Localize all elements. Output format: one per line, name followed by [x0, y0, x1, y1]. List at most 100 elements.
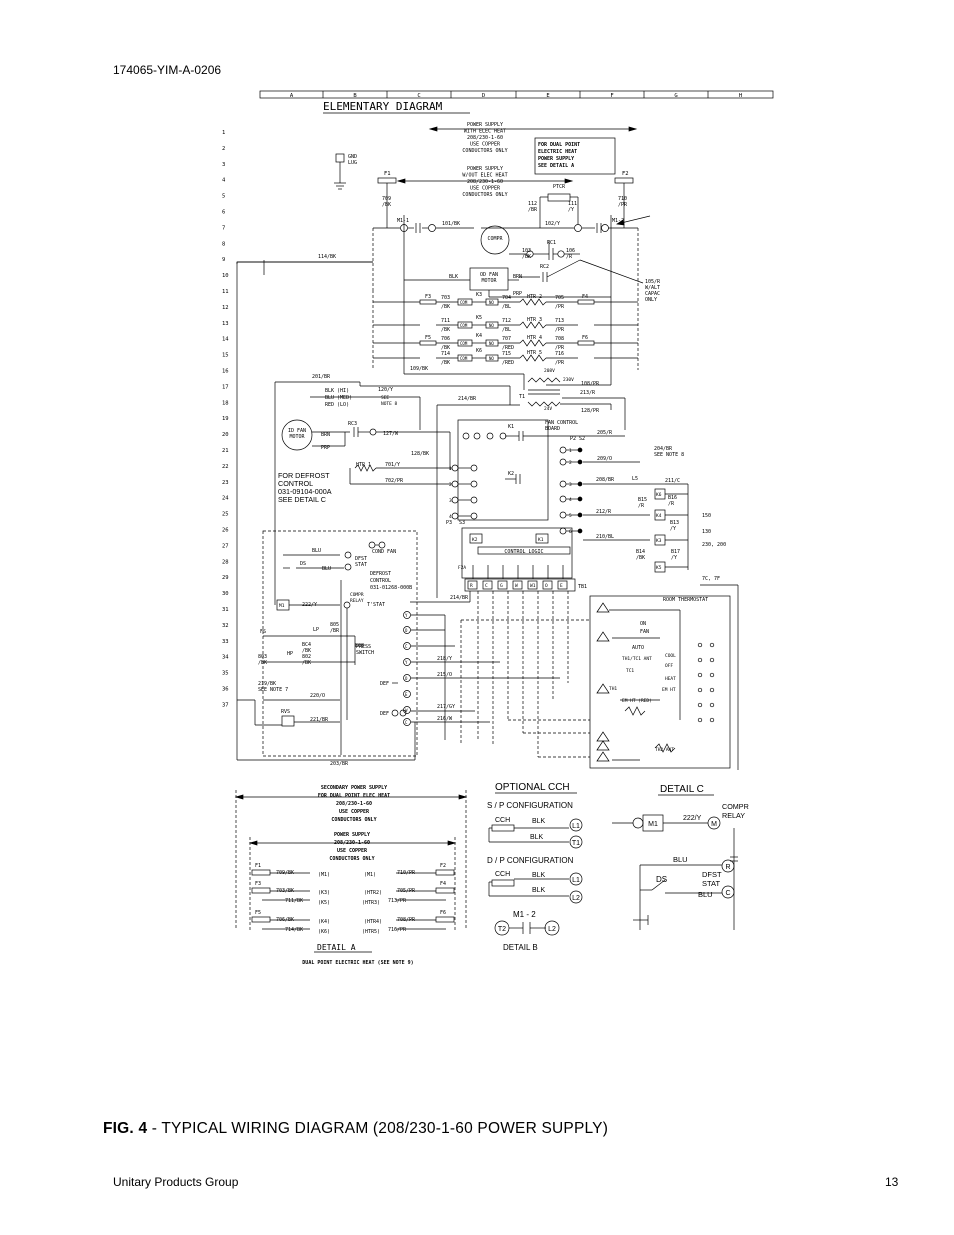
- terminal: [451, 464, 459, 472]
- terminal: [378, 541, 386, 549]
- terminal: [574, 224, 582, 232]
- wire-label: /BK: [441, 360, 450, 366]
- terminal: [577, 481, 583, 487]
- terminal-label: 4: [569, 497, 572, 503]
- def-label: DEF: [380, 681, 389, 687]
- wire-label: 106: [566, 248, 575, 254]
- wire: [546, 259, 581, 278]
- power-supply-note: USE COPPER: [470, 186, 501, 192]
- terminal: [368, 541, 376, 549]
- row-number-4: 4: [222, 178, 226, 184]
- terminal: [403, 658, 411, 666]
- crankcase-heater-dp: [491, 879, 515, 887]
- wire-label: /BK: [441, 304, 450, 310]
- fuse-f1: [377, 177, 397, 184]
- row-number-10: 10: [222, 273, 229, 279]
- tb1-terminal: [497, 580, 508, 590]
- detail-a-connection-label: (HTR3): [362, 900, 380, 906]
- tb1-terminal-label: C: [485, 583, 488, 589]
- detail-c-blu-label: BLU: [698, 890, 713, 899]
- wire-label: 217/GY: [437, 704, 455, 710]
- contact-no-label: NO: [489, 300, 494, 305]
- wire-label: 214/BR: [458, 396, 477, 402]
- cch-label: CCH: [495, 871, 510, 878]
- detail-a-fuse-label: F5: [255, 910, 261, 916]
- thermostat-terminal: [596, 631, 610, 642]
- detail-a-inner-note: 208/230-1-60: [334, 840, 370, 846]
- detail-a-fuse: [435, 869, 455, 876]
- thermostat-terminal: [596, 751, 610, 762]
- power-supply-note: POWER SUPPLY: [467, 122, 503, 128]
- wire-label: BLU: [322, 566, 331, 572]
- fuse-label: F4: [582, 294, 588, 300]
- wire-label: 802: [302, 654, 311, 660]
- row-number-32: 32: [222, 623, 229, 629]
- terminal: [577, 512, 583, 518]
- wire-label: 710: [618, 196, 627, 202]
- defrost-control-label: 031-01268-000B: [370, 585, 412, 591]
- wire-label: /PR: [555, 327, 565, 333]
- blk-label: BLK: [532, 818, 546, 825]
- detail-c-title: DETAIL C: [660, 784, 704, 795]
- terminal: [403, 611, 411, 619]
- wire-label: 216/W: [437, 716, 453, 722]
- terminal-label: 4: [449, 514, 452, 520]
- wire-label: 709: [382, 196, 391, 202]
- terminal: [559, 480, 567, 488]
- wire-label: /Y: [568, 207, 574, 213]
- fan-control-board-label: BOARD: [545, 426, 560, 432]
- detail-a-fuse-label: F3: [255, 881, 261, 887]
- row-number-12: 12: [222, 305, 229, 311]
- id-fan-speed-label: BLK (HI): [325, 388, 349, 394]
- see-note-8: SEE: [381, 395, 389, 401]
- detail-c-dfst-stat: DFST: [702, 870, 722, 879]
- tb1-terminal: [482, 580, 493, 590]
- detail-a-fuse-label: F2: [440, 863, 446, 869]
- wire-label: 101/BK: [442, 221, 460, 227]
- terminal: [709, 672, 715, 678]
- detail-c-ds-label: DS: [656, 875, 667, 884]
- detail-b-label: DETAIL B: [503, 943, 538, 952]
- terminal: [403, 642, 411, 650]
- note-105: ONLY: [645, 297, 657, 303]
- wire-label: /R: [638, 503, 645, 509]
- thermostat-terminal: [596, 602, 610, 613]
- arrow-head: [458, 794, 468, 800]
- terminal: [369, 428, 377, 436]
- column-label-B: B: [353, 93, 357, 99]
- wire-label: 111: [568, 201, 577, 207]
- l1-label: L1: [572, 823, 580, 830]
- wire-label: /Y: [671, 555, 677, 561]
- wire-label: /BK: [302, 648, 311, 654]
- wire-label: 128/BK: [411, 451, 429, 457]
- heater-element: [519, 298, 547, 306]
- wire-label: 201/BR: [312, 374, 331, 380]
- arrow-head: [248, 840, 258, 846]
- wire-label: 210/BL: [596, 534, 614, 540]
- terminal-label: 3: [569, 482, 572, 488]
- power-supply-note: W/OUT ELEC HEAT: [462, 173, 507, 179]
- detail-a-wire-label: 714/BK: [285, 927, 303, 933]
- tb1-terminal-label: W1: [530, 583, 536, 589]
- relay-k2: [469, 533, 483, 544]
- detail-c-dfst-stat: STAT: [702, 879, 720, 888]
- id-fan-motor-label: ID FAN: [288, 428, 306, 434]
- detail-a-heading: CONDUCTORS ONLY: [331, 817, 376, 823]
- contact-no-label: NO: [489, 323, 494, 328]
- terminal: [601, 224, 609, 232]
- room-thermostat: [589, 595, 731, 769]
- arrow-head: [564, 178, 574, 184]
- detail-a-inner-note: USE COPPER: [337, 848, 368, 854]
- row-number-5: 5: [222, 194, 225, 200]
- capacitor-rc1-label: RC1: [547, 240, 556, 246]
- power-supply-note: WITH ELEC HEAT: [464, 129, 506, 135]
- detail-a-connection-label: (HTR5): [362, 929, 380, 935]
- terminal-label: Y: [405, 613, 408, 618]
- heater-element: [624, 706, 646, 716]
- heater-label: HTR 3: [527, 317, 542, 323]
- detail-a-label: DETAIL A: [317, 943, 356, 952]
- row-number-21: 21: [222, 448, 229, 454]
- wire-label: 220/O: [310, 693, 325, 699]
- arrow-head: [628, 126, 638, 132]
- wire-label: /BK: [302, 660, 311, 666]
